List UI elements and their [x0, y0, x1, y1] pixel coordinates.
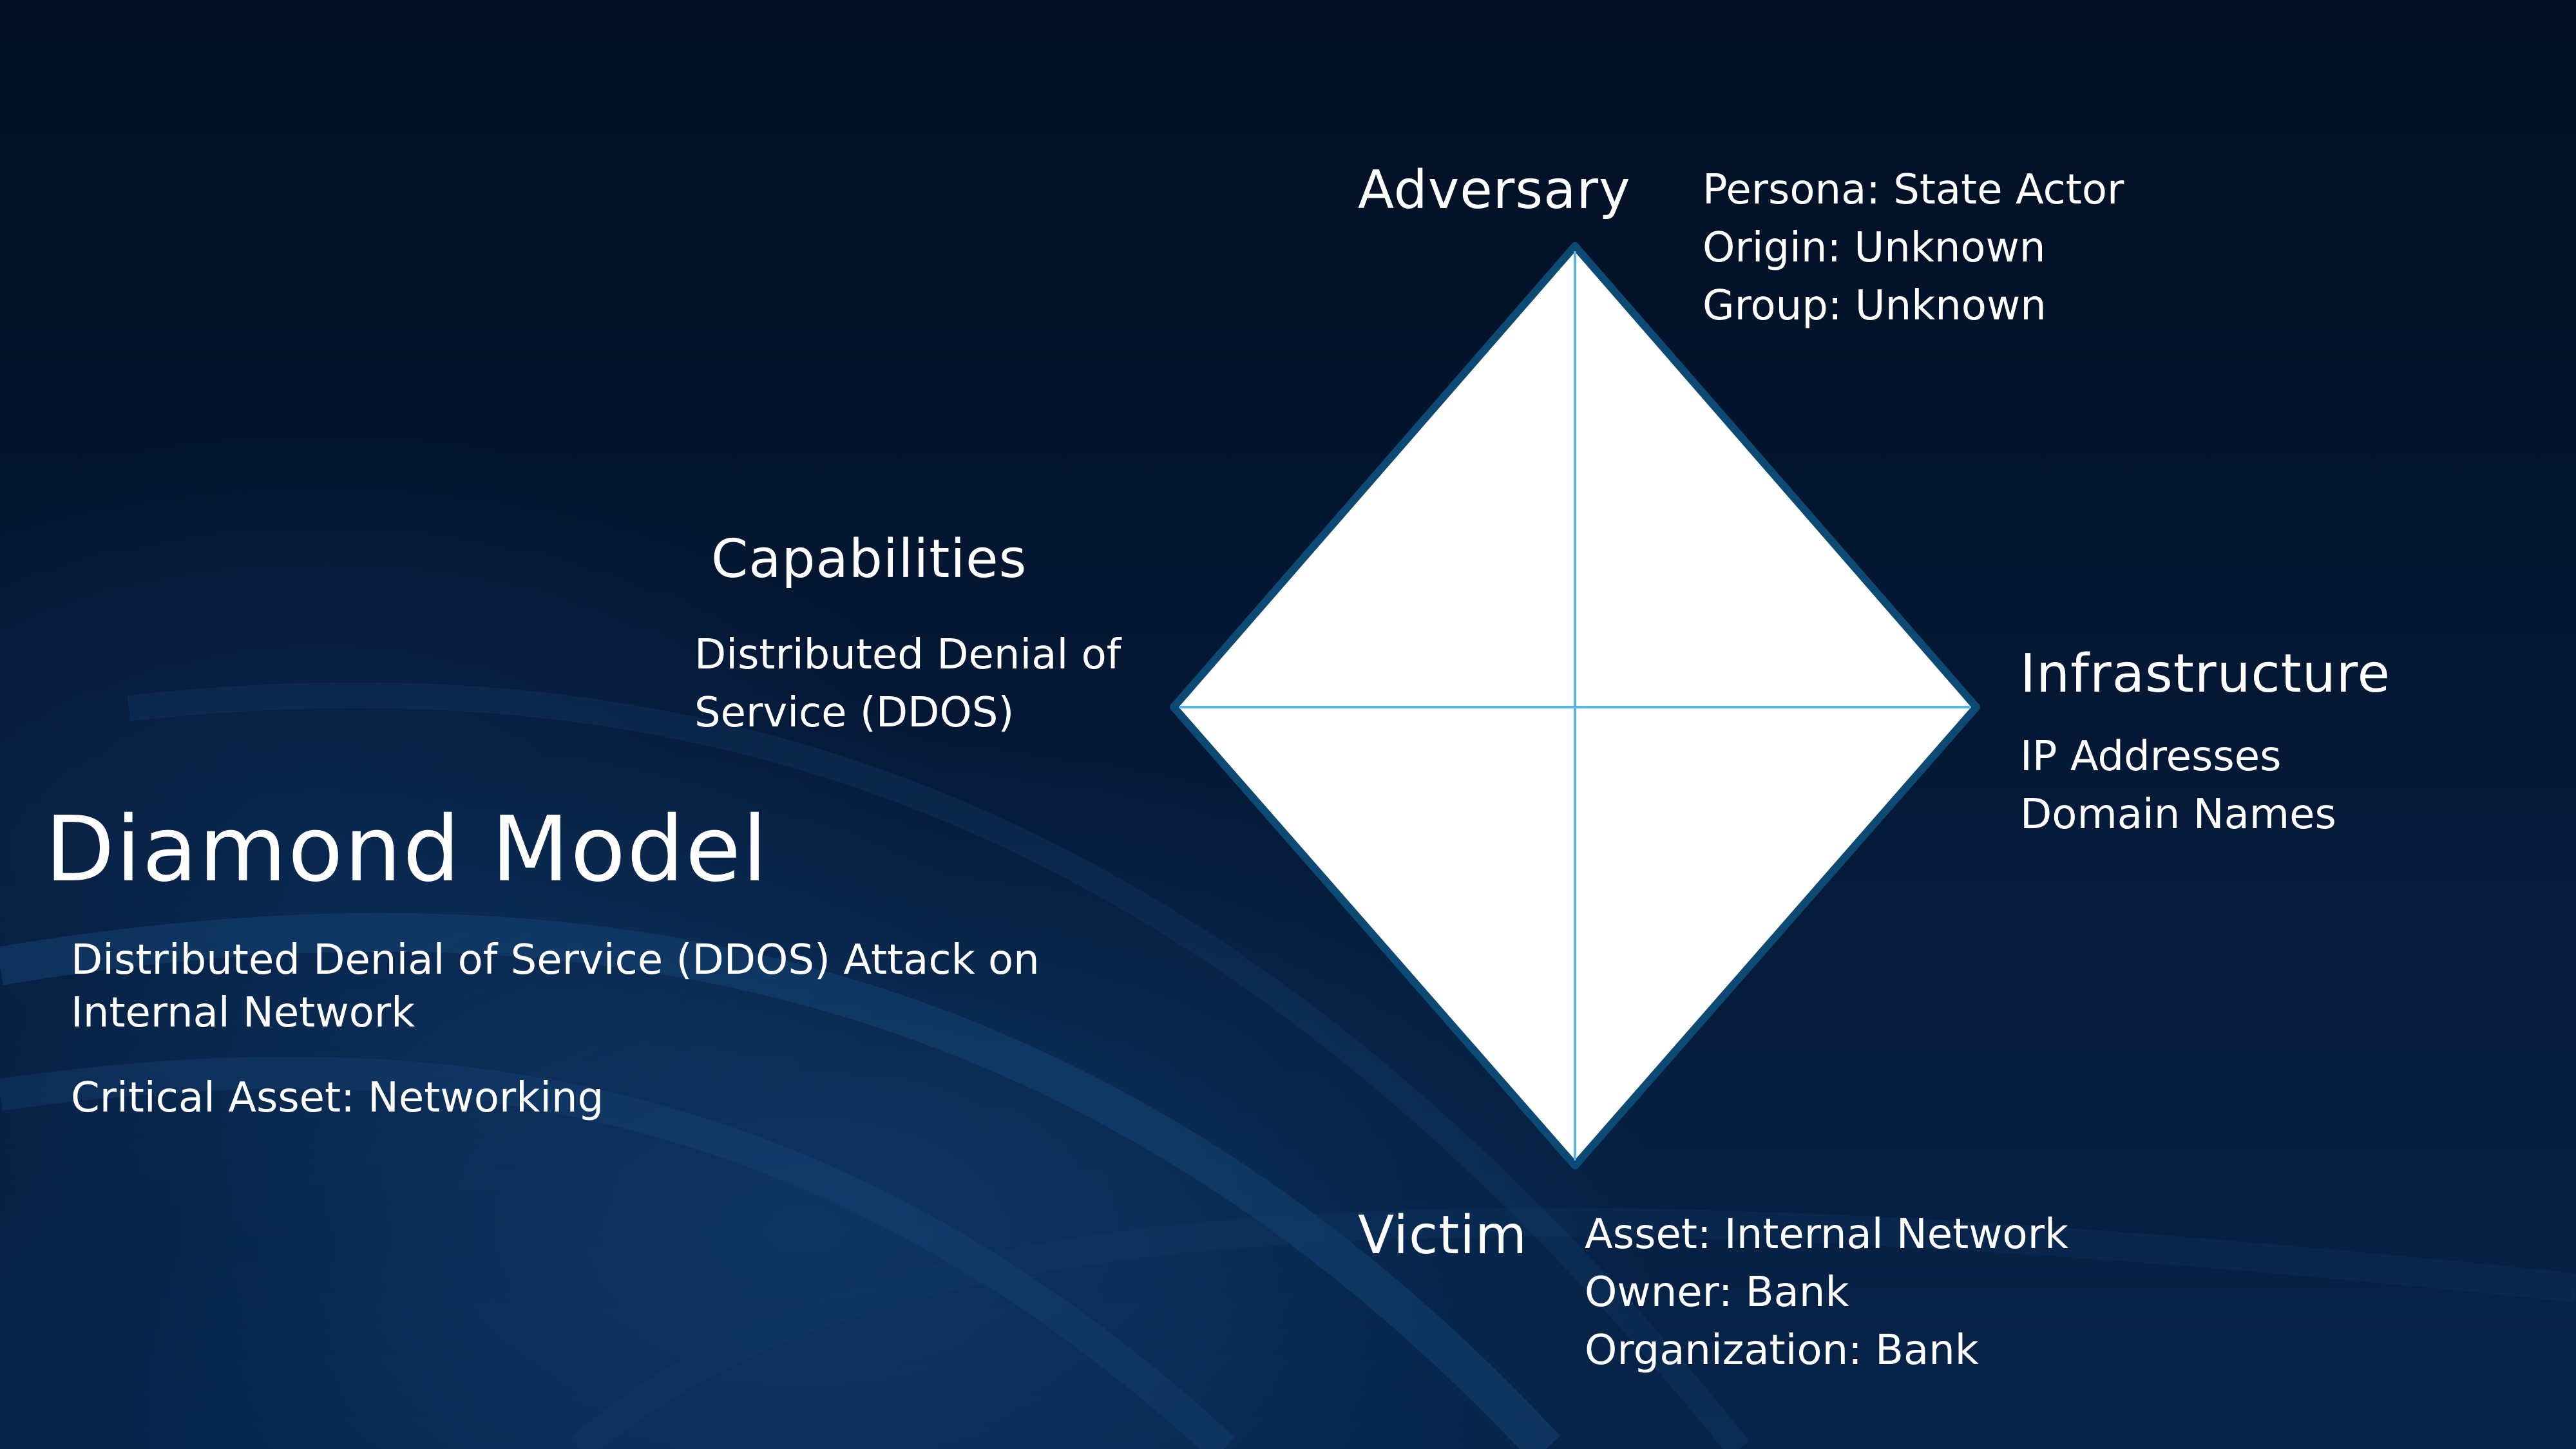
page-title: Diamond Model	[45, 797, 768, 902]
attack-description: Distributed Denial of Service (DDOS) Att…	[71, 936, 1040, 1037]
capabilities-description: Distributed Denial of Service (DDOS)	[694, 631, 1121, 737]
victim-owner: Owner: Bank	[1585, 1269, 1849, 1316]
adversary-origin: Origin: Unknown	[1703, 224, 2046, 272]
infrastructure-ip-addresses: IP Addresses	[2020, 733, 2282, 781]
victim-asset: Asset: Internal Network	[1585, 1211, 2069, 1258]
adversary-details: Persona: State Actor Origin: Unknown Gro…	[1703, 161, 2124, 335]
victim-details: Asset: Internal Network Owner: Bank Orga…	[1585, 1206, 2068, 1379]
victim-label: Victim	[1358, 1205, 1527, 1266]
victim-organization: Organization: Bank	[1585, 1327, 1979, 1374]
adversary-persona: Persona: State Actor	[1703, 166, 2124, 214]
infrastructure-label: Infrastructure	[2020, 643, 2391, 705]
adversary-label: Adversary	[1358, 160, 1631, 221]
infrastructure-domain-names: Domain Names	[2020, 791, 2336, 838]
capabilities-label: Capabilities	[711, 529, 1027, 590]
adversary-group: Group: Unknown	[1703, 282, 2046, 330]
infrastructure-details: IP Addresses Domain Names	[2020, 728, 2336, 844]
critical-asset: Critical Asset: Networking	[71, 1074, 604, 1122]
